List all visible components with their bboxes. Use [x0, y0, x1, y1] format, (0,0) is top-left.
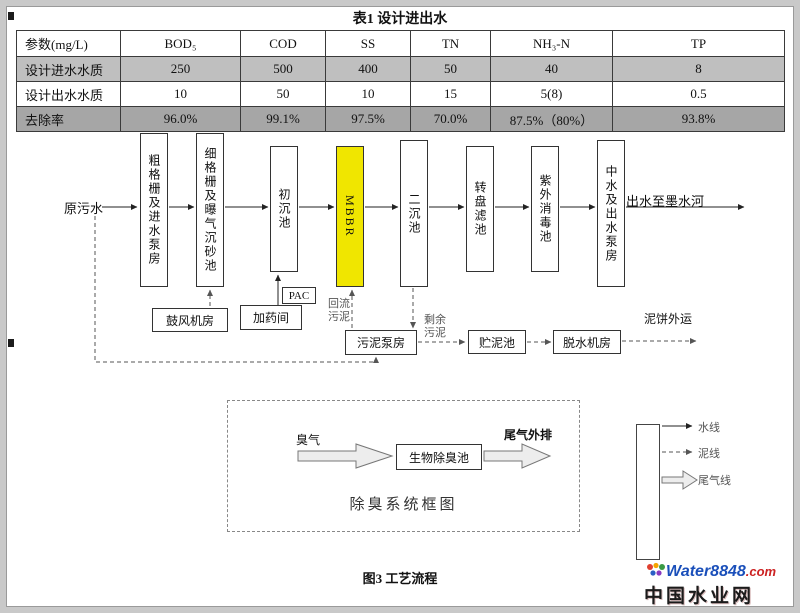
excess-sludge-label: 剩余污泥 [424, 314, 446, 339]
sludge-pump-box: 污泥泵房 [345, 330, 417, 355]
unit-box-outlet-pump: 中水及出水泵房 [597, 140, 625, 287]
table-row: 设计出水水质 10 50 10 15 5(8) 0.5 [16, 81, 785, 107]
legend-sludge-line-label: 泥线 [698, 448, 720, 460]
table-cell: 50 [240, 81, 326, 107]
table-cell: 97.5% [325, 106, 411, 132]
table-cell: 87.5%（80%） [490, 106, 613, 132]
row-label: 设计进水水质 [16, 56, 121, 82]
dosing-room-box: 加药间 [240, 305, 302, 330]
watermark-site-name: 中国水业网 [644, 586, 755, 607]
table-cell: 250 [120, 56, 241, 82]
table-cell: 93.8% [612, 106, 785, 132]
table-cell: 10 [325, 81, 411, 107]
row-label: 去除率 [16, 106, 121, 132]
design-water-table: 参数(mg/L) BOD₅ COD SS TN NH₃-N TP 设计进水水质 … [16, 30, 785, 132]
pac-label-box: PAC [282, 287, 316, 304]
table-cell: 500 [240, 56, 326, 82]
watermark-brand: Water8848 [666, 563, 746, 580]
deodor-system-frame [227, 400, 580, 532]
figure-caption: 图3 工艺流程 [362, 571, 438, 586]
table-cell: 50 [410, 56, 491, 82]
table-cell: 5(8) [490, 81, 613, 107]
cake-out-label: 泥饼外运 [644, 312, 693, 326]
table-cell: 10 [120, 81, 241, 107]
sludge-storage-box: 贮泥池 [468, 330, 526, 354]
table-cell: 96.0% [120, 106, 241, 132]
column-header: NH₃-N [490, 30, 613, 57]
table-title: 表1 设计进出水 [352, 12, 448, 27]
bio-deodor-tank-box: 生物除臭池 [396, 444, 482, 470]
inlet-label: 原污水 [64, 201, 104, 216]
row-label: 设计出水水质 [16, 81, 121, 107]
table-cell: 99.1% [240, 106, 326, 132]
blower-house-box: 鼓风机房 [152, 308, 228, 332]
watermark-tld: .com [745, 564, 777, 579]
unit-box-secondary-tank: 二沉池 [400, 140, 428, 287]
unit-box-mbbr: MBBR [336, 146, 364, 287]
table-row: 去除率 96.0% 99.1% 97.5% 70.0% 87.5%（80%） 9… [16, 106, 785, 132]
anchor-mark [8, 339, 14, 347]
table-cell: 15 [410, 81, 491, 107]
column-header: BOD₅ [120, 30, 241, 57]
column-header: 参数(mg/L) [16, 30, 121, 57]
table-header-row: 参数(mg/L) BOD₅ COD SS TN NH₃-N TP [16, 30, 785, 57]
column-header: COD [240, 30, 326, 57]
unit-box-fine-screen-grit: 细格栅及曝气沉砂池 [196, 133, 224, 287]
column-header: SS [325, 30, 411, 57]
table-cell: 400 [325, 56, 411, 82]
unit-box-coarse-screen: 粗格栅及进水泵房 [140, 133, 168, 287]
column-header: TN [410, 30, 491, 57]
outlet-label: 出水至墨水河 [626, 194, 705, 209]
column-header: TP [612, 30, 785, 57]
odor-label: 臭气 [296, 433, 321, 447]
table-cell: 40 [490, 56, 613, 82]
anchor-mark [8, 12, 14, 20]
legend-water-line-label: 水线 [698, 422, 720, 434]
table-row: 设计进水水质 250 500 400 50 40 8 [16, 56, 785, 82]
watermark-logo: Water8848.com [646, 562, 776, 581]
unit-box-uv-disinfection: 紫外消毒池 [531, 146, 559, 272]
dewatering-house-box: 脱水机房 [553, 330, 621, 354]
legend-gas-line-label: 尾气线 [698, 475, 731, 487]
legend-unit-box [636, 424, 660, 560]
table-cell: 8 [612, 56, 785, 82]
deodor-caption: 除臭系统框图 [349, 497, 458, 513]
unit-box-primary-tank: 初沉池 [270, 146, 298, 272]
table-cell: 70.0% [410, 106, 491, 132]
unit-box-disc-filter: 转盘滤池 [466, 146, 494, 272]
return-sludge-label: 回流污泥 [328, 298, 350, 323]
exhaust-label: 尾气外排 [504, 428, 553, 442]
table-cell: 0.5 [612, 81, 785, 107]
watermark-dots-icon [647, 562, 665, 576]
